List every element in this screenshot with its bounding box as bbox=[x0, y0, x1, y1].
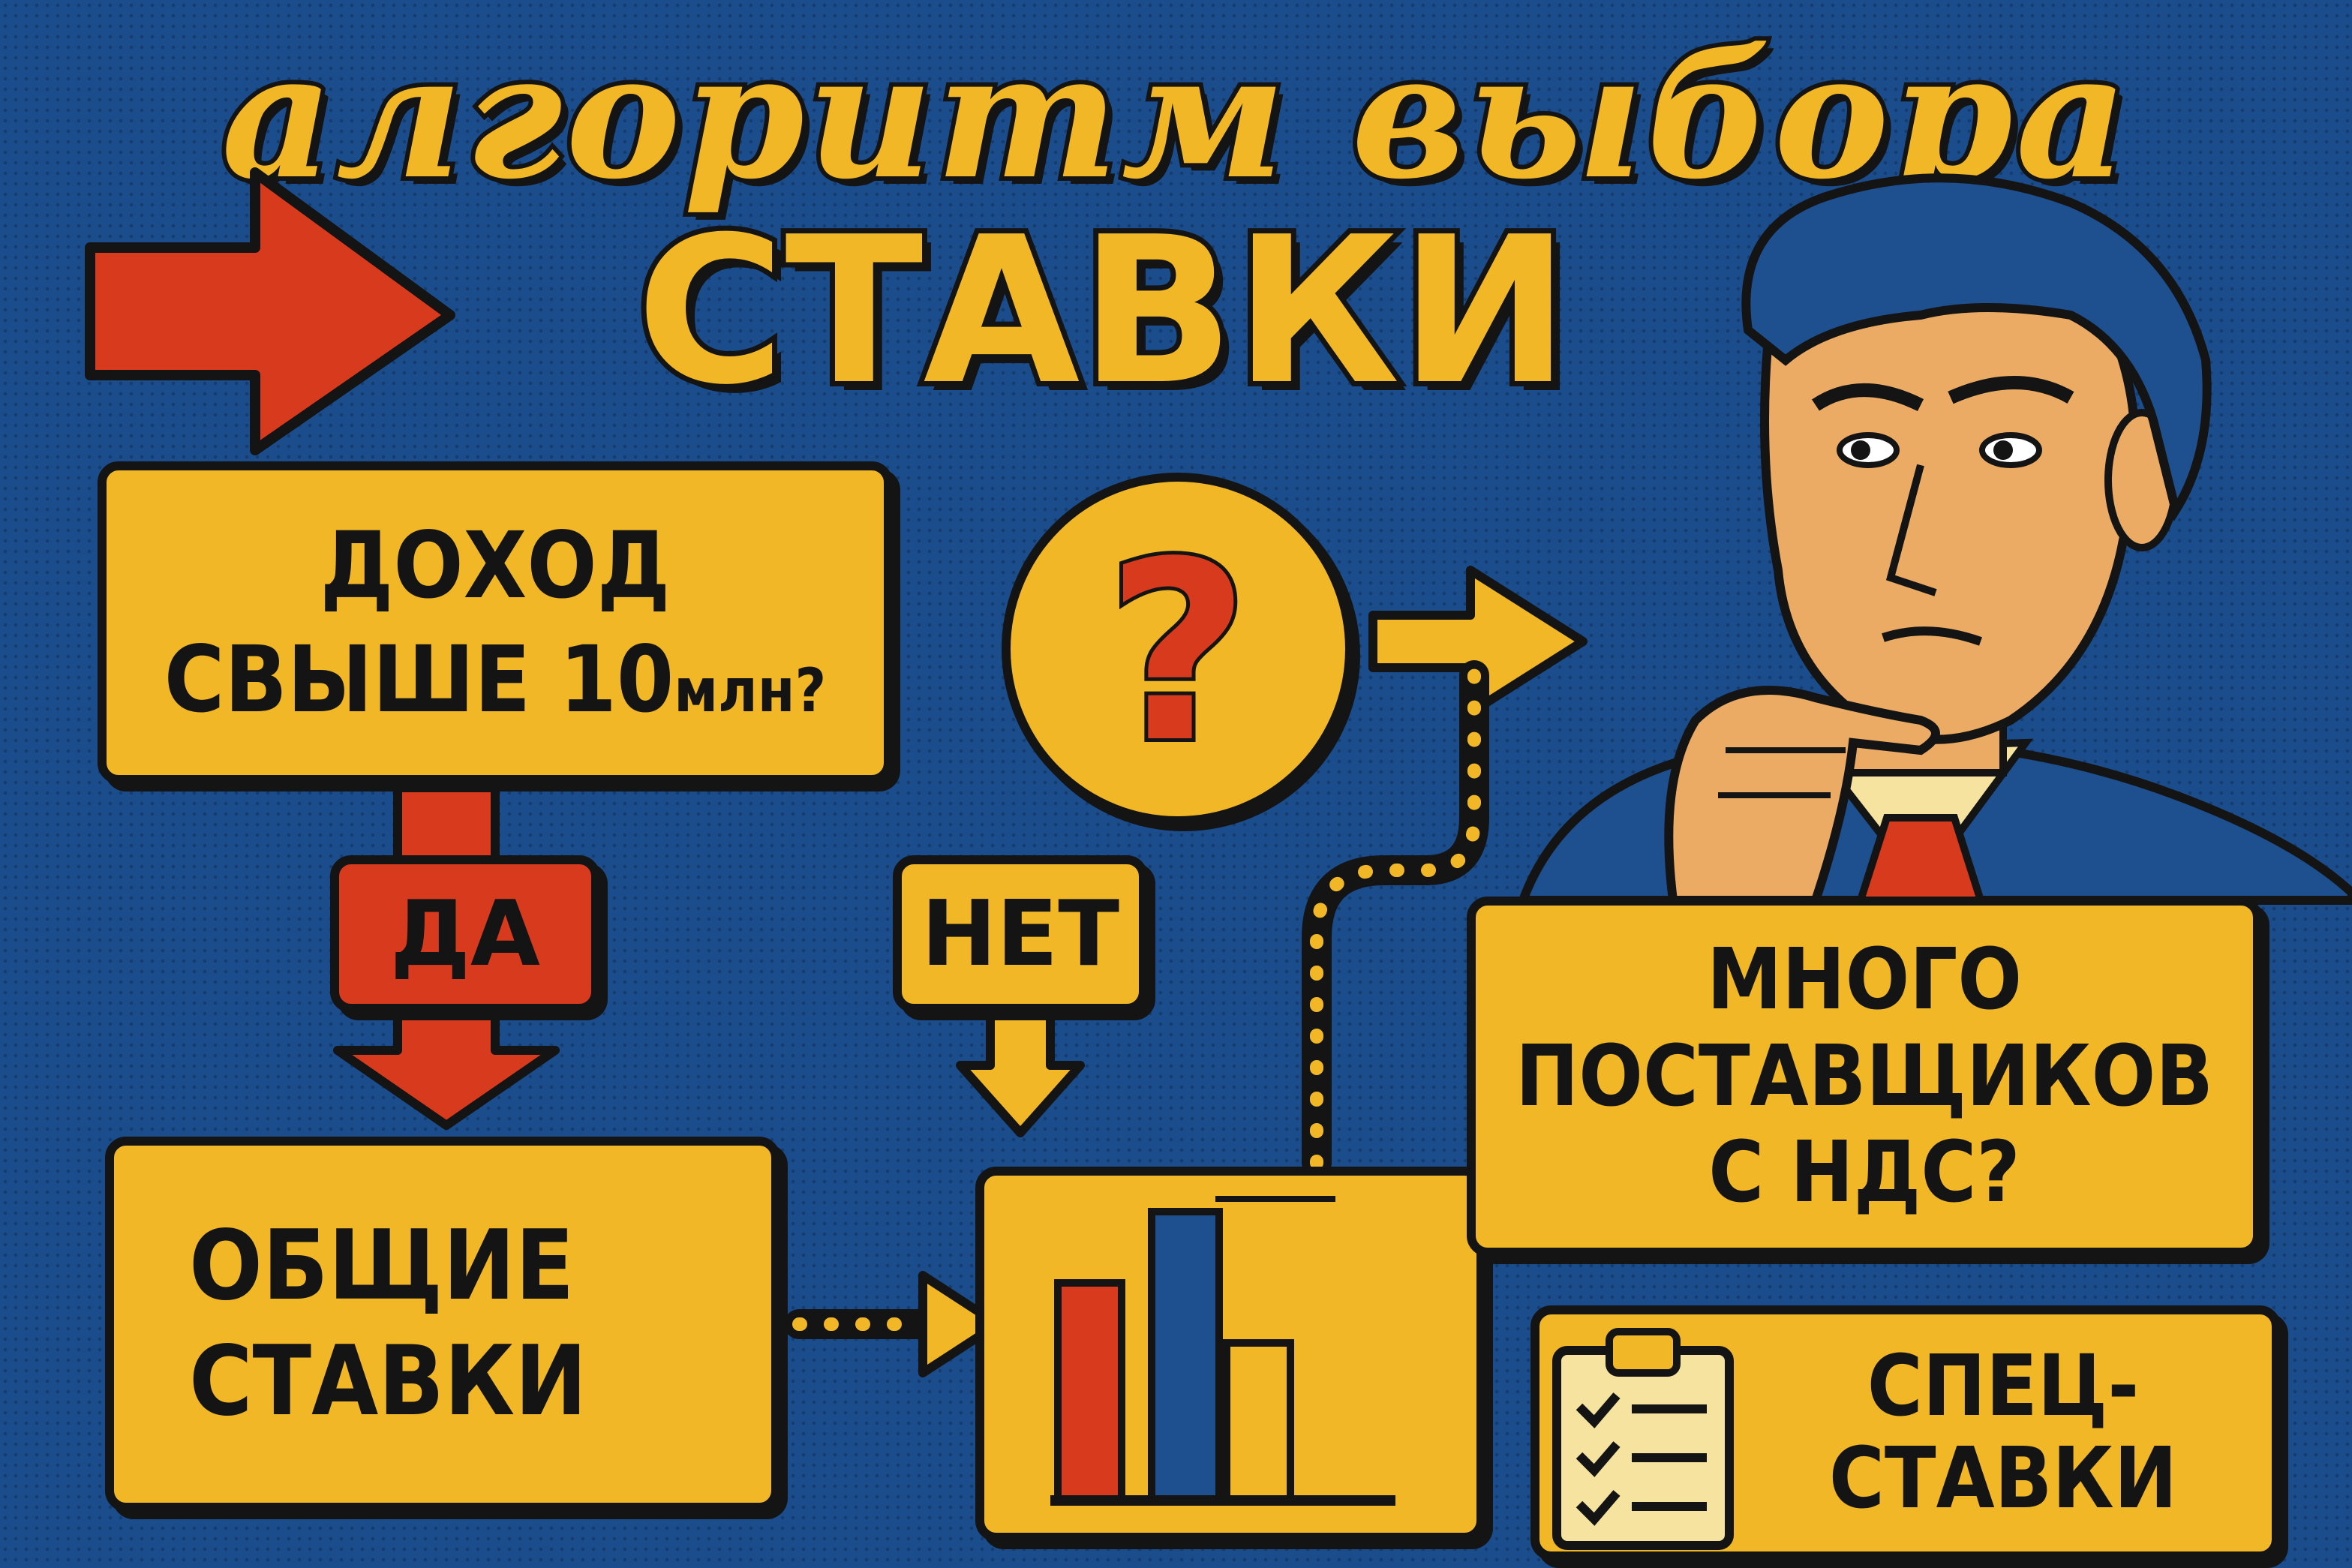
question-arrow-icon bbox=[1368, 566, 1588, 717]
special-rates-line-1: СПЕЦ- bbox=[1867, 1337, 2140, 1435]
special-rates-line-2: СТАВКИ bbox=[1828, 1430, 2178, 1527]
title-line-2: СТАВКИ bbox=[631, 193, 1575, 429]
question-mark-icon: ? bbox=[1102, 509, 1253, 797]
no-arrow-icon bbox=[956, 1001, 1085, 1137]
suppliers-question-line-3: С НДС? bbox=[1708, 1124, 2020, 1222]
title-line-1: алгоритм выбора bbox=[217, 15, 2132, 218]
general-rates-box: ОБЩИЕ СТАВКИ bbox=[105, 1137, 780, 1512]
no-label: НЕТ bbox=[893, 855, 1148, 1013]
suppliers-question-line-1: МНОГО bbox=[1706, 930, 2023, 1029]
income-question-line-2-unit: млн? bbox=[674, 656, 827, 725]
clipboard-checklist-icon bbox=[1552, 1328, 1734, 1550]
dotted-arrow-to-chart bbox=[784, 1271, 1002, 1377]
income-question-line-1: ДОХОД bbox=[320, 512, 671, 619]
general-rates-line-2: СТАВКИ bbox=[189, 1326, 587, 1437]
income-question-line-2-main: СВЫШЕ 10 bbox=[164, 626, 674, 733]
yes-label: ДА bbox=[330, 855, 600, 1013]
suppliers-question-line-2: ПОСТАВЩИКОВ bbox=[1515, 1027, 2214, 1125]
income-question-line-2: СВЫШЕ 10млн? bbox=[164, 623, 827, 737]
general-rates-line-1: ОБЩИЕ bbox=[189, 1210, 575, 1323]
question-mark-circle: ? bbox=[1002, 473, 1354, 825]
chart-box bbox=[975, 1167, 1485, 1542]
suppliers-question-box: МНОГО ПОСТАВЩИКОВ С НДС? bbox=[1467, 897, 2262, 1257]
income-question-box: ДОХОД СВЫШЕ 10млн? bbox=[98, 461, 893, 784]
thinking-man-illustration bbox=[1516, 173, 2352, 905]
start-arrow-icon bbox=[85, 167, 455, 455]
dotted-path-to-question bbox=[1302, 660, 1489, 1178]
